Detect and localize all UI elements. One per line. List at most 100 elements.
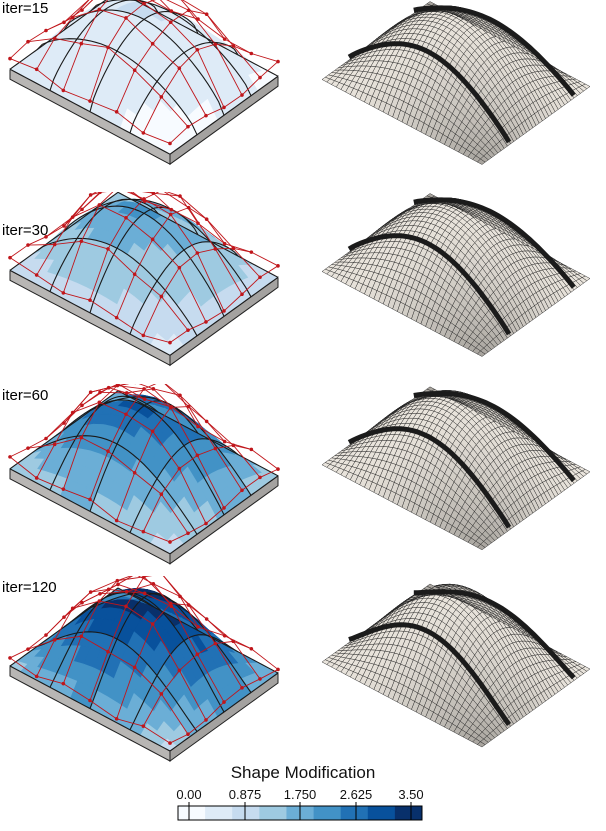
- control-point: [70, 606, 75, 611]
- control-point: [106, 649, 110, 654]
- control-point: [231, 443, 236, 448]
- control-point: [258, 75, 262, 80]
- panel-row-4: iter=120: [0, 576, 606, 768]
- control-point: [240, 93, 244, 97]
- patch-boundary: [169, 672, 279, 752]
- control-point: [249, 646, 254, 651]
- patch-boundary: [63, 205, 225, 317]
- control-point: [213, 446, 218, 451]
- control-point: [88, 497, 92, 502]
- control-point: [178, 393, 182, 398]
- colorbar-segment: [205, 806, 233, 820]
- control-point: [62, 20, 66, 25]
- control-net: [8, 0, 280, 146]
- control-point: [195, 251, 200, 255]
- control-point: [168, 601, 173, 606]
- panel-row-1: iter=15: [0, 0, 606, 192]
- control-point: [114, 315, 119, 320]
- shell-surface-colored: [9, 0, 279, 166]
- control-point: [186, 603, 191, 607]
- control-point: [142, 576, 146, 579]
- colorbar-tick-2: 1.750: [283, 787, 317, 802]
- control-point: [61, 681, 66, 686]
- control-point: [124, 215, 128, 220]
- control-point: [124, 391, 129, 395]
- control-point: [26, 647, 30, 651]
- control-point: [204, 718, 208, 722]
- control-point: [97, 400, 102, 405]
- iteration-label-4: iter=120: [2, 579, 57, 596]
- control-point: [169, 207, 174, 212]
- shell-mesh-view-4: [321, 583, 591, 748]
- control-point: [186, 124, 190, 129]
- control-point: [196, 625, 200, 629]
- patch-boundary: [117, 390, 279, 477]
- shell-colored-view-4: [8, 576, 280, 762]
- control-point: [88, 298, 92, 302]
- shell-surface-mesh: [321, 583, 591, 748]
- iteration-label-1: iter=15: [2, 0, 49, 17]
- control-point: [159, 95, 164, 99]
- control-point: [150, 622, 155, 626]
- control-point: [61, 88, 66, 93]
- control-point: [106, 587, 111, 592]
- colorbar-segment: [232, 806, 260, 820]
- stiffener-rib: [347, 41, 512, 144]
- control-point: [141, 333, 146, 338]
- control-point: [142, 387, 146, 391]
- control-point: [132, 470, 137, 475]
- control-point: [222, 506, 226, 510]
- control-point: [62, 421, 66, 425]
- control-point: [26, 446, 30, 450]
- control-point: [44, 235, 48, 239]
- control-point: [106, 45, 110, 50]
- control-point: [258, 475, 262, 480]
- control-point: [80, 8, 84, 12]
- control-point: [204, 217, 209, 222]
- patch-boundary: [169, 475, 279, 555]
- control-point: [222, 633, 227, 638]
- colorbar-segment: [313, 806, 341, 820]
- control-point: [124, 589, 129, 594]
- control-point: [177, 265, 182, 270]
- control-point: [168, 340, 172, 345]
- control-point: [106, 385, 111, 390]
- patch-boundary: [129, 41, 239, 134]
- colorbar-frame: [177, 805, 423, 821]
- control-point: [186, 205, 191, 210]
- control-point: [276, 59, 280, 64]
- control-point: [8, 656, 12, 660]
- control-net: [8, 576, 280, 745]
- control-point: [124, 16, 128, 20]
- control-point: [62, 615, 66, 619]
- control-point: [8, 56, 12, 61]
- control-point: [88, 590, 93, 594]
- shell-colored-view-2: [8, 192, 280, 367]
- control-point: [159, 492, 164, 496]
- control-point: [34, 273, 39, 277]
- control-point: [34, 674, 39, 679]
- patch-boundary: [129, 634, 239, 731]
- control-point: [249, 51, 254, 56]
- patch-boundary: [90, 592, 252, 693]
- shell-colored-view-1: [8, 0, 280, 166]
- shell-surface-colored: [9, 390, 279, 565]
- control-point: [222, 700, 226, 704]
- control-point: [276, 467, 280, 471]
- control-point: [52, 242, 57, 247]
- iteration-label-3: iter=60: [2, 387, 49, 404]
- control-point: [80, 403, 84, 408]
- control-point: [249, 250, 254, 254]
- control-point: [178, 194, 182, 198]
- control-point: [132, 665, 137, 670]
- control-point: [168, 141, 172, 146]
- control-point: [222, 309, 226, 313]
- control-point: [186, 732, 190, 737]
- control-point: [141, 131, 146, 135]
- patch-boundary: [63, 592, 225, 713]
- control-point: [204, 113, 208, 118]
- stiffener-rib: [413, 197, 576, 289]
- stiffener-rib: [413, 5, 576, 97]
- colorbar-tick-3: 2.625: [339, 787, 373, 802]
- colorbar-segment: [394, 806, 423, 820]
